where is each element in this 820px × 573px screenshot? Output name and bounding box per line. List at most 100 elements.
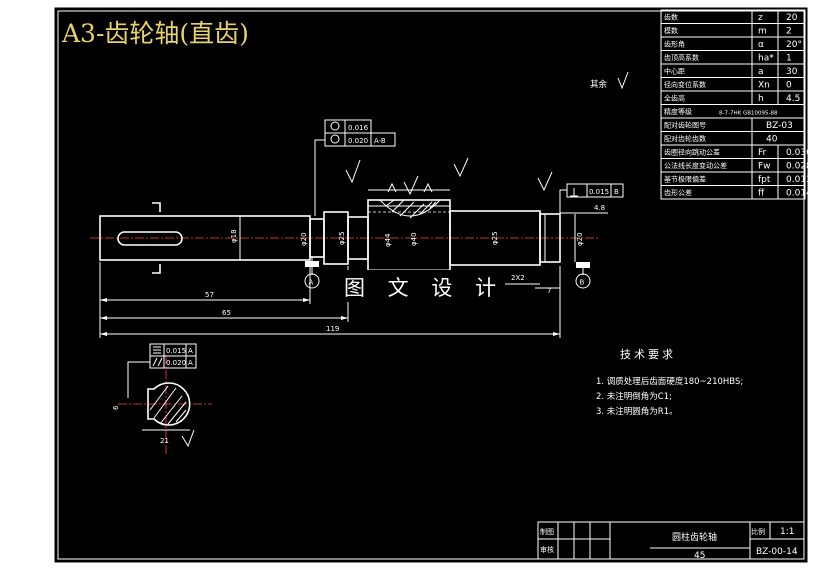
scale-label: 比例 [751, 527, 765, 536]
section-fcf-par-symbol [149, 355, 165, 369]
roughness-symbol-icon [617, 71, 629, 90]
keyway-section-view: 0.015 A 0.020 A 21 6 [112, 343, 212, 455]
gear-table-value: 30 [786, 67, 798, 77]
gear-table-value: 0.014 [786, 189, 812, 199]
section-fcf-leader [127, 361, 150, 398]
gear-table-value: 4.5 [786, 94, 800, 104]
roughness-note: 其余 [590, 79, 608, 90]
gear-table-value: 40 [766, 135, 778, 145]
gear-table-value: 20 [786, 13, 798, 23]
gear-table-label: 齿圈径向跳动公差 [664, 148, 720, 157]
roughness-icon-1 [345, 159, 361, 184]
drawing-title: A3-齿轮轴(直齿) [61, 19, 249, 48]
gear-table-symbol: Fw [758, 162, 771, 172]
runout-icon [330, 121, 340, 131]
section-fcf-par-value: 0.020 [166, 359, 186, 367]
fcf-perp-datum: B [614, 188, 619, 196]
coaxiality-icon [330, 134, 340, 144]
symmetry-icon [153, 346, 161, 354]
tech-req-item-2: 2. 未注明倒角为C1; [596, 391, 672, 402]
inner-border [57, 10, 805, 560]
gear-table-symbol: m [758, 27, 767, 37]
datum-a-triangle [305, 261, 319, 267]
dia-label-5: φ40 [410, 232, 418, 246]
gear-table-value: 2 [786, 27, 792, 37]
fcf-coax-datum-box [370, 132, 396, 147]
gear-table-value: 0.036 [786, 148, 812, 158]
fcf-coax-datum: A-B [374, 137, 386, 145]
gear-table-value: 8-7-7HK GB10095-88 [719, 111, 778, 117]
section-fcf-sym-datum: A [188, 347, 193, 355]
gear-table-value: 1 [786, 54, 792, 64]
section-mark-top [152, 202, 161, 274]
gear-table-label: 配对齿轮图号 [664, 121, 706, 130]
roughness-icon-4 [537, 171, 553, 192]
tech-req-item-3: 3. 未注明圆角为R1。 [596, 406, 678, 417]
drawing-number: BZ-00-14 [756, 547, 798, 557]
dim-chamfer: 2X2 [511, 274, 525, 282]
gear-roughness-icons [387, 182, 433, 193]
gear-break-line [379, 199, 441, 217]
gear-table-label: 齿数 [664, 13, 678, 22]
gear-table-symbol: ff [758, 189, 765, 199]
outer-border [53, 6, 809, 564]
gear-table-value: 0.028 [786, 162, 812, 172]
gear-table-symbol: Fr [758, 148, 767, 158]
gear-table-value: BZ-03 [766, 121, 793, 131]
dim-119: 119 [326, 325, 339, 333]
gear-table-symbol: α [758, 40, 764, 50]
section-hatching [149, 385, 187, 425]
dim-4-8: 4.8 [594, 204, 605, 212]
gear-table-symbol: fpt [758, 175, 771, 185]
fcf-coax-value: 0.020 [348, 137, 368, 145]
gear-table-value: 0.013 [786, 175, 812, 185]
gear-table-symbol: Xn [758, 81, 770, 91]
section-dim-key: 6 [112, 405, 120, 410]
tech-req-item-1: 1. 调质处理后齿面硬度180~210HBS; [596, 376, 743, 387]
material: 45 [694, 551, 705, 561]
dia-label-3: φ25 [338, 231, 346, 245]
section-dim-21: 21 [160, 437, 169, 445]
dia-label-7: φ20 [576, 232, 584, 246]
section-fcf-par-datum: A [188, 359, 193, 367]
dim-7: 7 [547, 287, 551, 295]
shaft-segment-bearing-right [539, 213, 561, 263]
status-bar [0, 564, 820, 573]
gear-table-symbol: a [758, 67, 764, 77]
fcf-perp-leader [559, 189, 567, 214]
dia-label-1: φ18 [230, 229, 238, 243]
gear-table-label: 中心距 [664, 67, 685, 76]
dia-label-4: φ44 [384, 233, 392, 247]
title-block: 制图 审核 圆柱齿轮轴 45 比例 1:1 BZ-00-14 [537, 521, 805, 561]
fcf-perp-symbol [566, 183, 588, 198]
tech-req-heading: 技术要求 [620, 348, 676, 361]
datum-b-triangle [576, 262, 590, 268]
datum-b-circle [575, 273, 591, 289]
gear-table-label: 公法线长度变动公差 [664, 161, 727, 170]
designed-label: 制图 [540, 527, 554, 536]
fcf-runout-value: 0.016 [348, 124, 369, 132]
datum-a-circle [304, 273, 320, 289]
gear-table-symbol: z [758, 13, 763, 23]
title-block-frame [537, 521, 805, 560]
section-fcf-par-datum-box [185, 355, 197, 369]
dia-label-2: φ20 [300, 232, 308, 246]
gear-table-label: 齿形角 [664, 40, 685, 49]
checked-label: 审核 [540, 545, 554, 554]
dia-label-6: φ25 [491, 231, 499, 245]
gear-table-symbol: ha* [758, 54, 774, 64]
watermark: 图 文 设 计 [344, 276, 504, 300]
roughness-icon-2 [403, 175, 419, 196]
fcf-perp-datum-box [610, 183, 624, 198]
gear-table-label: 模数 [664, 26, 678, 35]
fcf-perp-value: 0.015 [589, 188, 609, 196]
section-roughness-icon [181, 429, 195, 448]
perpendicularity-icon [570, 188, 578, 197]
section-fcf-sym-value: 0.015 [166, 347, 186, 355]
gear-table-label: 精度等级 [664, 107, 692, 116]
scale-value: 1:1 [780, 527, 794, 537]
gear-table-label: 基节极限偏差 [664, 175, 706, 184]
